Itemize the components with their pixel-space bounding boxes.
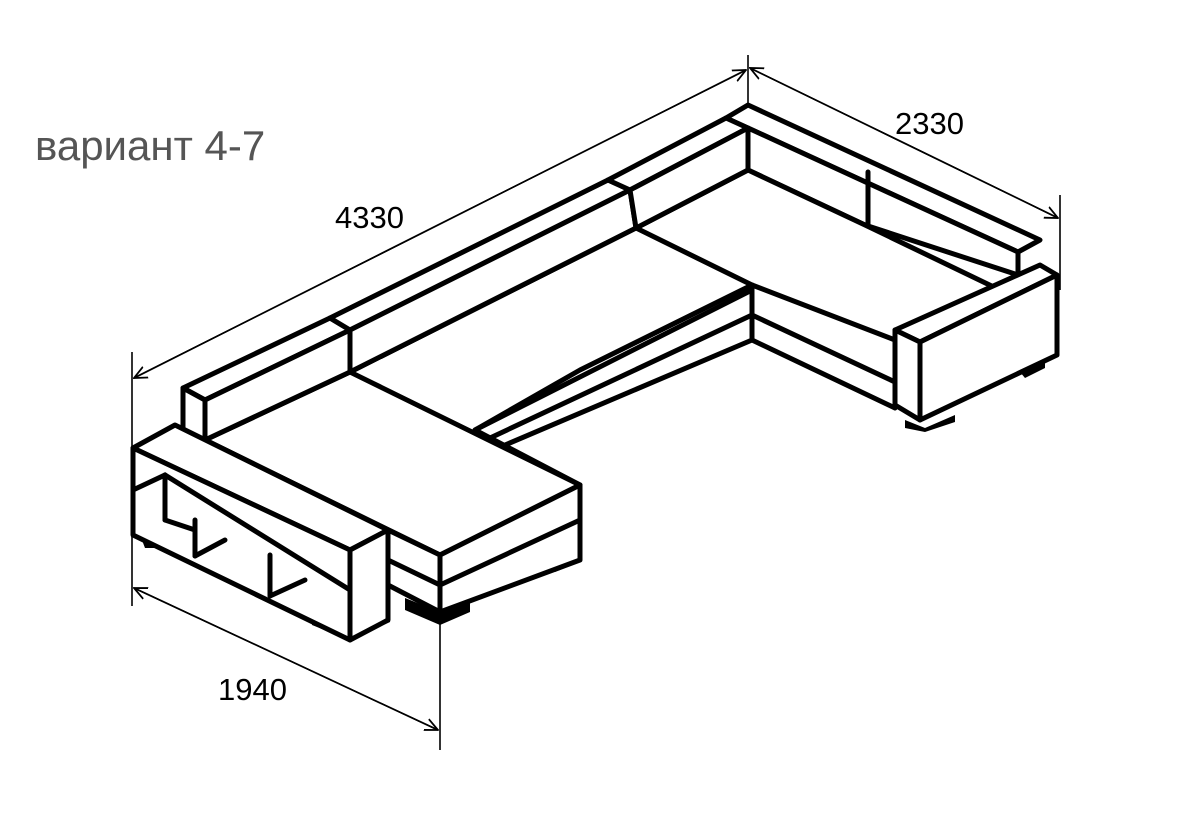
dimension-chaise: 1940	[218, 672, 287, 707]
dimension-depth: 2330	[895, 106, 964, 141]
sofa-body	[130, 102, 1060, 643]
variant-title: вариант 4-7	[35, 122, 266, 169]
dimension-length: 4330	[335, 200, 404, 235]
